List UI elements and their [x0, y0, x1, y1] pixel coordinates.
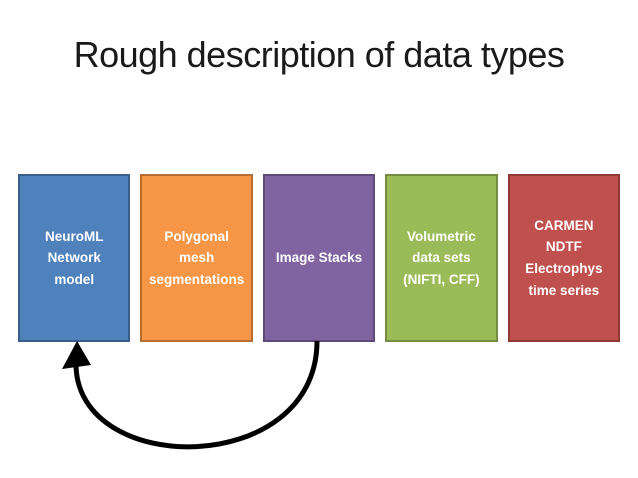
arrowhead-icon — [62, 341, 91, 369]
box-label-polygonal-mesh: Polygonal mesh segmentations — [148, 228, 245, 287]
box-label-image-stacks: Image Stacks — [275, 250, 363, 266]
box-carmen-ndtf: CARMEN NDTF Electrophys time series — [507, 174, 621, 342]
box-label-neuroml: NeuroML Network model — [44, 228, 104, 287]
box-volumetric-data-sets: Volumetric data sets (NIFTI, CFF) — [385, 174, 498, 342]
curved-arrow-line — [73, 340, 320, 450]
data-type-boxes-row: NeuroML Network model Polygonal mesh seg… — [18, 174, 621, 342]
box-neuroml-network-model: NeuroML Network model — [18, 174, 131, 342]
box-label-carmen: CARMEN NDTF Electrophys time series — [525, 217, 603, 298]
box-polygonal-mesh-segmentations: Polygonal mesh segmentations — [140, 174, 253, 342]
box-image-stacks: Image Stacks — [262, 174, 376, 342]
box-label-volumetric: Volumetric data sets (NIFTI, CFF) — [403, 228, 480, 287]
slide-title: Rough description of data types — [73, 34, 565, 75]
